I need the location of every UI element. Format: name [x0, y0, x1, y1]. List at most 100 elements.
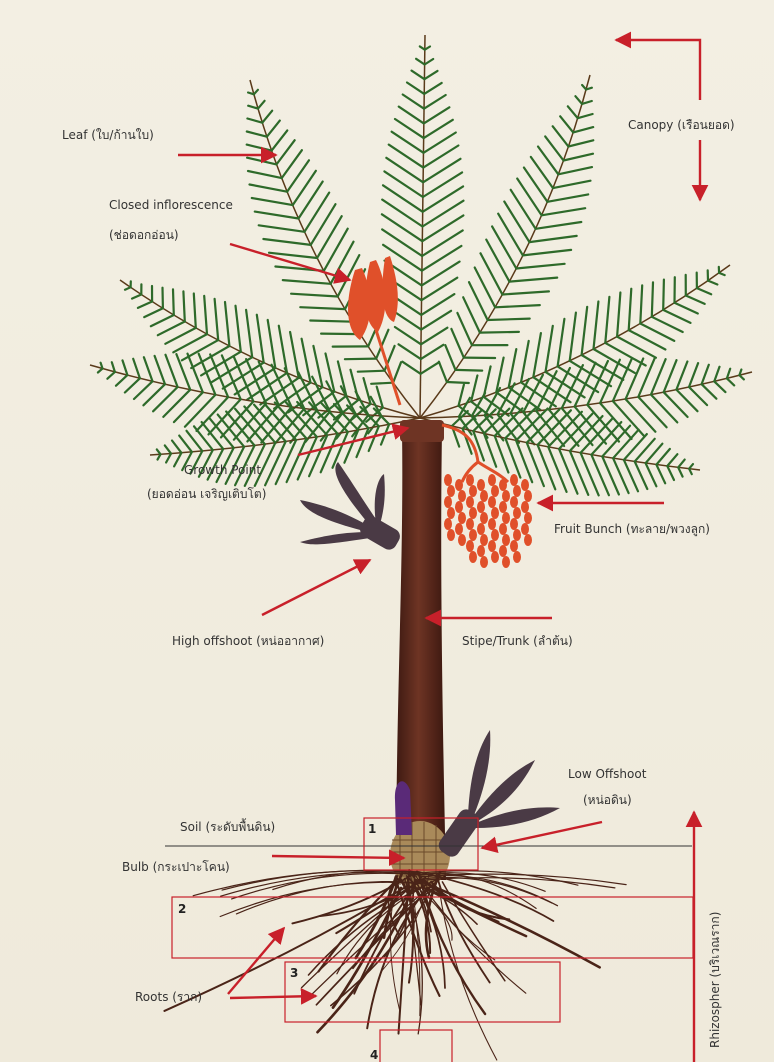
date-fruit [458, 512, 466, 524]
leaflet [144, 357, 153, 381]
leaflet [247, 158, 276, 165]
date-fruit [502, 512, 510, 524]
leaflet [656, 449, 670, 465]
leaflet [283, 280, 331, 284]
leaflet [321, 434, 338, 473]
leaflet [345, 359, 376, 360]
date-fruit [455, 501, 463, 513]
date-fruit [502, 556, 510, 568]
date-fruit [458, 490, 466, 502]
zone-number-2: 2 [178, 902, 186, 916]
leaflet [144, 308, 163, 317]
fruit-bunch [444, 474, 532, 568]
leaflet [667, 454, 677, 466]
leaflet [300, 307, 345, 309]
leaflet [317, 216, 342, 258]
date-fruit [477, 479, 485, 491]
leaflet [529, 236, 576, 242]
leaflet [250, 185, 288, 192]
leaflet [287, 439, 307, 483]
leaflet [504, 202, 529, 243]
leaflet [492, 226, 516, 268]
leaflet [386, 158, 423, 183]
leaflet [471, 376, 477, 402]
leaflet [305, 193, 330, 232]
leaflet [524, 168, 548, 202]
leaflet [258, 101, 265, 109]
leaflet [423, 172, 462, 197]
leaflet [246, 310, 252, 357]
leaflet [676, 362, 687, 390]
leaflet [424, 71, 437, 79]
leaflet [382, 229, 422, 256]
low-offshoot [436, 730, 560, 860]
roots-arrow-1 [228, 928, 284, 994]
leaflet [439, 362, 447, 382]
date-fruit [480, 512, 488, 524]
leaflet [272, 130, 288, 150]
date-fruit [524, 534, 532, 546]
leaflet [445, 345, 455, 370]
leaflet [263, 239, 310, 245]
leaflet [457, 313, 472, 345]
high-offshoot [300, 462, 403, 553]
leaflet [486, 240, 509, 282]
leaflet [309, 435, 327, 476]
leaflet [629, 289, 632, 330]
leaflet [132, 295, 141, 299]
leaflet [594, 349, 635, 373]
leaflet [463, 297, 480, 332]
leaflet [652, 282, 653, 317]
leaflet [575, 407, 606, 444]
leaflet [424, 120, 453, 138]
leaflet [568, 140, 593, 146]
leaflet [423, 159, 460, 183]
leaflet [185, 395, 216, 427]
leaflet [395, 327, 421, 344]
leaflet [591, 455, 609, 496]
date-fruit [477, 523, 485, 535]
leaflet [407, 83, 424, 94]
leaflet [424, 95, 446, 109]
growth-point-label: Growth Point [184, 463, 261, 478]
leaflet [358, 371, 385, 372]
leaflet [605, 343, 645, 366]
leaflet [183, 291, 184, 321]
date-fruit [466, 496, 474, 508]
leaflet [536, 222, 582, 229]
leaflet [209, 399, 241, 434]
date-fruit [521, 523, 529, 535]
date-fruit [469, 485, 477, 497]
date-fruit [491, 529, 499, 541]
zone-box-2 [172, 897, 693, 958]
date-fruit [510, 496, 518, 508]
leaflet [125, 378, 140, 392]
leaflet [582, 85, 586, 90]
leaflet [302, 339, 311, 383]
leaflet [371, 383, 393, 384]
leaflet [678, 467, 682, 476]
leaflet [689, 363, 698, 387]
roots-arrow-2 [230, 996, 316, 998]
leaflet [667, 466, 674, 480]
leaflet [546, 326, 553, 372]
date-fruit [466, 518, 474, 530]
leaflet [179, 436, 192, 452]
leaflet [421, 311, 451, 330]
leaflet [265, 442, 286, 486]
leaflet [377, 387, 383, 408]
date-fruit [444, 518, 452, 530]
leaflet [511, 190, 536, 229]
leaflet [570, 451, 588, 495]
leaflet [663, 280, 664, 310]
date-fruit [521, 479, 529, 491]
fruit-bunch-label: Fruit Bunch (ทะลาย/พวงลูก) [554, 522, 710, 537]
leaflet [194, 294, 196, 328]
leaflet [727, 378, 734, 385]
leaflet [502, 291, 549, 294]
leaflet [276, 409, 305, 443]
leaflet [246, 359, 266, 403]
leaflet [116, 375, 127, 386]
leaflet [383, 185, 423, 212]
date-fruit [513, 529, 521, 541]
